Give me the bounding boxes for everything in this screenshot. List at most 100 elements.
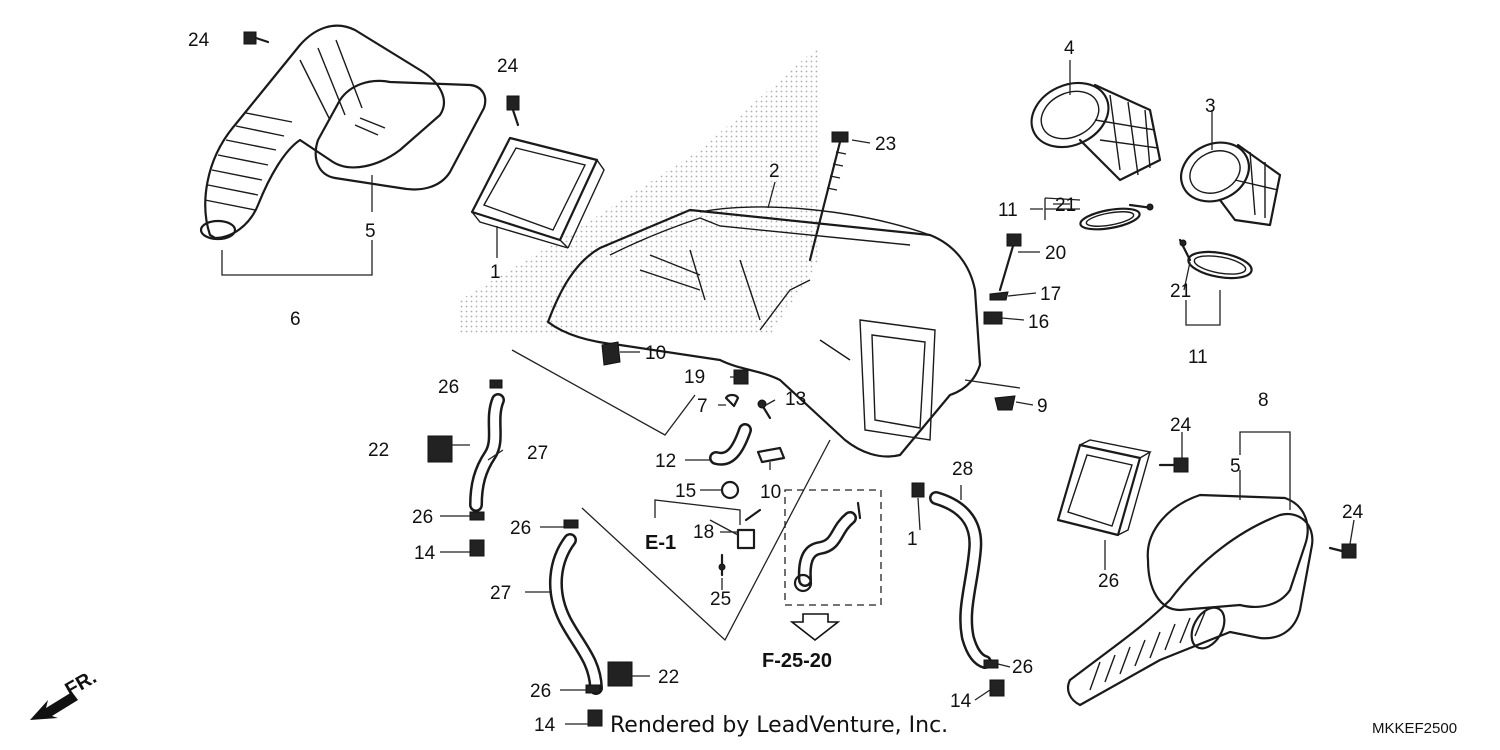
screw-21-upper[interactable] xyxy=(1128,203,1154,211)
callout-14: 14 xyxy=(950,691,972,712)
callout-12: 12 xyxy=(655,451,676,472)
bolt-24-right-upper[interactable] xyxy=(1158,457,1189,473)
bracket-11-lower xyxy=(1185,290,1221,326)
joint-22-b[interactable] xyxy=(607,661,633,687)
callout-26: 26 xyxy=(412,507,433,528)
bracket-6 xyxy=(221,240,373,276)
bolt-20[interactable] xyxy=(998,233,1022,292)
callout-19: 19 xyxy=(684,367,705,388)
screw-21-lower[interactable] xyxy=(1178,238,1192,262)
callout-17: 17 xyxy=(1040,284,1061,305)
clamp-7[interactable] xyxy=(724,393,740,408)
reference-f2520[interactable]: F-25-20 xyxy=(762,650,832,672)
callout-26: 26 xyxy=(438,377,459,398)
callout-1: 1 xyxy=(490,262,501,283)
callout-6: 6 xyxy=(290,309,301,330)
callout-14: 14 xyxy=(534,715,556,736)
bolt-24-top[interactable] xyxy=(506,95,520,127)
right-intake-duct[interactable] xyxy=(1066,512,1314,707)
clamp-26-a[interactable] xyxy=(489,379,503,389)
f2520-detail-box xyxy=(784,489,882,606)
plug-14-a[interactable] xyxy=(469,539,485,557)
clamp-26-b[interactable] xyxy=(469,511,485,521)
screw-25[interactable] xyxy=(718,553,726,577)
clamp-26-d[interactable] xyxy=(585,684,601,694)
callout-14: 14 xyxy=(414,543,436,564)
callout-26: 26 xyxy=(510,518,531,539)
callout-8: 8 xyxy=(1258,390,1269,411)
clamp-15[interactable] xyxy=(720,480,740,500)
callout-11: 11 xyxy=(998,200,1018,221)
callout-1: 26 xyxy=(1098,571,1119,592)
clip-9[interactable] xyxy=(994,395,1016,411)
callout-9: 9 xyxy=(1037,396,1048,417)
clamp-26-f[interactable] xyxy=(983,659,999,669)
callout-26: 26 xyxy=(530,681,551,702)
f2520-arrow xyxy=(789,613,841,642)
callout-21: 21 xyxy=(1170,281,1191,302)
callout-11: 11 xyxy=(1188,347,1208,368)
seal-10-a[interactable] xyxy=(601,341,621,366)
callout-22: 22 xyxy=(368,440,389,461)
callout-10: 10 xyxy=(760,482,781,503)
leader-housing-to-27 xyxy=(581,439,831,642)
callout-10: 10 xyxy=(645,343,666,364)
band-11-lower[interactable] xyxy=(1186,248,1253,283)
e1-bracket xyxy=(654,499,741,525)
left-duct-gasket[interactable] xyxy=(314,79,487,191)
callout-25: 25 xyxy=(710,589,731,610)
callout-27: 27 xyxy=(527,443,548,464)
callout-24: 24 xyxy=(1342,502,1364,523)
callout-24: 24 xyxy=(188,30,210,51)
callout-24: 24 xyxy=(1170,415,1192,436)
intake-funnel-3[interactable] xyxy=(1171,132,1282,227)
seal-10-b[interactable] xyxy=(756,446,786,464)
callout-26: 1 xyxy=(907,529,918,550)
bolt-24-right-lower[interactable] xyxy=(1328,543,1357,559)
callout-13: 13 xyxy=(785,389,806,410)
air-filter-element-right[interactable] xyxy=(1056,439,1152,537)
grommet-16[interactable] xyxy=(983,311,1003,325)
reference-e1[interactable]: E-1 xyxy=(645,532,676,554)
callout-5: 5 xyxy=(365,221,376,242)
bracket-8 xyxy=(1239,431,1291,510)
air-filter-element-top[interactable] xyxy=(470,136,605,249)
callout-28: 28 xyxy=(952,459,973,480)
drain-plug-18[interactable] xyxy=(736,508,762,550)
callout-23: 23 xyxy=(875,134,896,155)
air-cleaner-housing[interactable] xyxy=(546,206,982,458)
callout-24: 24 xyxy=(497,56,519,77)
leader-9 xyxy=(964,379,1021,389)
diagram-code: MKKEF2500 xyxy=(1372,720,1457,737)
breather-hose-27-upper[interactable] xyxy=(469,393,505,512)
washer-17[interactable] xyxy=(989,291,1009,301)
intake-funnel-4[interactable] xyxy=(1021,71,1162,182)
stipple-shadow xyxy=(460,45,820,335)
callout-18: 18 xyxy=(693,522,714,543)
plug-14-c[interactable] xyxy=(989,679,1005,697)
callout-27: 27 xyxy=(490,583,511,604)
leader-housing-to-12 xyxy=(511,349,696,436)
callout-15: 15 xyxy=(675,481,696,502)
bolt-23[interactable] xyxy=(808,131,849,262)
breather-hose-27-lower[interactable] xyxy=(548,533,603,695)
leaders xyxy=(371,60,1355,725)
bracket-11-upper xyxy=(1044,197,1081,220)
clamp-26-c[interactable] xyxy=(563,519,579,529)
band-11-upper[interactable] xyxy=(1079,205,1141,233)
footer-text: Rendered by LeadVenture, Inc. xyxy=(610,713,948,738)
callout-20: 20 xyxy=(1045,243,1066,264)
joint-22-a[interactable] xyxy=(427,435,453,463)
callout-21: 21 xyxy=(1055,195,1076,216)
right-duct-gasket[interactable] xyxy=(1146,493,1309,612)
callout-2: 2 xyxy=(769,161,780,182)
screw-13[interactable] xyxy=(757,399,772,420)
drain-hose-28[interactable] xyxy=(929,491,992,669)
bolt-24-left[interactable] xyxy=(243,31,270,45)
callout-16: 16 xyxy=(1028,312,1049,333)
callout-4: 4 xyxy=(1064,38,1075,59)
clamp-26-e[interactable] xyxy=(911,482,925,498)
plug-14-b[interactable] xyxy=(587,709,603,727)
callout-26: 26 xyxy=(1012,657,1033,678)
